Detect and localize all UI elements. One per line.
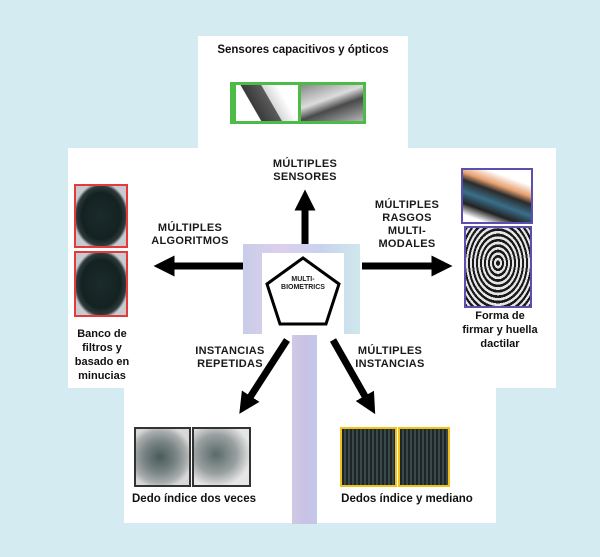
- label-multimodal-3: MULTI-: [387, 225, 427, 237]
- center-label-1: MULTI-: [291, 276, 315, 283]
- label-multiple-instances-1: MÚLTIPLES: [357, 345, 423, 357]
- fingerprint-minutiae-image: [74, 251, 128, 317]
- optical-sensor-image: [301, 85, 363, 121]
- label-multiple-algorithms-2: ALGORITMOS: [151, 235, 229, 247]
- left-caption-3: basado en: [74, 356, 130, 368]
- index-finger-scan-1: [134, 427, 191, 487]
- center-label-2: BIOMETRICS: [281, 284, 325, 291]
- signature-pad-image: [461, 168, 533, 224]
- label-multiple-sensors-1: MÚLTIPLES: [272, 158, 338, 170]
- index-finger-scan: [340, 427, 397, 487]
- capacitive-sensor-image: [236, 85, 298, 121]
- label-multiple-sensors-2: SENSORES: [273, 171, 337, 183]
- label-repeated-instances-1: INSTANCIAS: [195, 345, 265, 357]
- label-repeated-instances-2: REPETIDAS: [197, 358, 263, 370]
- right-caption-2: firmar y huella: [462, 324, 538, 336]
- middle-finger-scan: [398, 427, 450, 487]
- label-multiple-algorithms-1: MÚLTIPLES: [157, 222, 223, 234]
- label-multiple-instances-2: INSTANCIAS: [355, 358, 425, 370]
- left-caption-1: Banco de: [77, 328, 127, 340]
- top-caption: Sensores capacitivos y ópticos: [217, 44, 389, 56]
- bottom-right-caption: Dedos índice y mediano: [341, 493, 473, 505]
- pentagon-shape: [265, 256, 341, 326]
- arrow-down-left: [239, 338, 290, 414]
- arrow-down-right: [329, 338, 376, 415]
- fingerprint-ridge-image: [464, 226, 532, 308]
- bottom-left-caption: Dedo índice dos veces: [132, 493, 256, 505]
- label-multimodal-4: MODALES: [378, 238, 436, 250]
- right-caption-1: Forma de: [475, 310, 525, 322]
- label-multimodal-2: RASGOS: [382, 212, 432, 224]
- left-caption-4: minucias: [78, 370, 126, 382]
- fingerprint-filterbank-image: [74, 184, 128, 248]
- index-finger-scan-2: [192, 427, 251, 487]
- right-caption-3: dactilar: [480, 338, 520, 350]
- left-caption-2: filtros y: [82, 342, 122, 354]
- label-multimodal-1: MÚLTIPLES: [374, 199, 440, 211]
- vertical-stripe: [292, 334, 317, 524]
- sensor-images-frame: [230, 82, 366, 124]
